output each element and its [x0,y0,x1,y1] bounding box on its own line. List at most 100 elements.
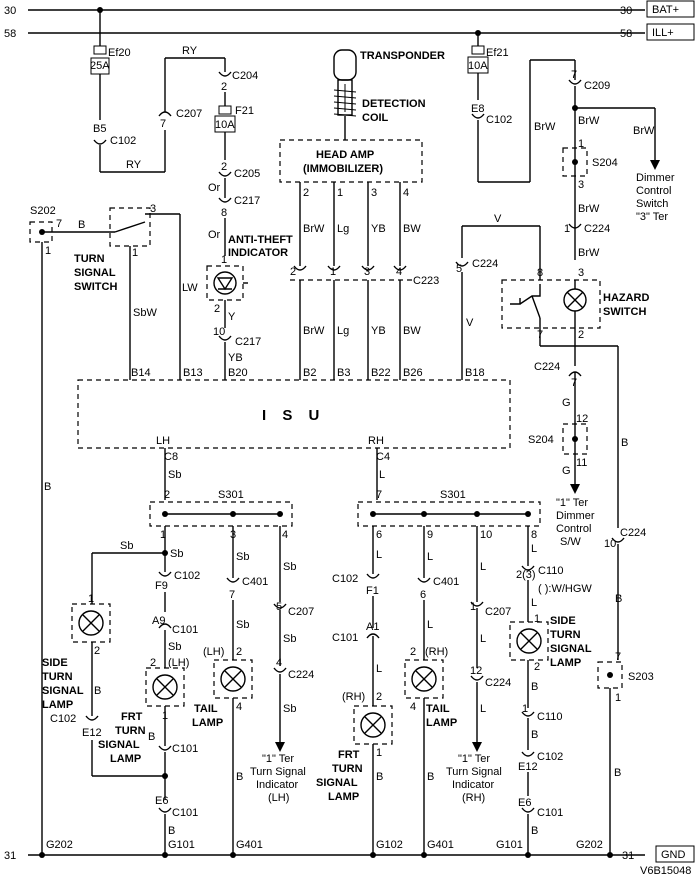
pin-s202-1: 1 [45,245,51,257]
isu-pin-b13: B13 [183,367,203,379]
pin-s301l-1: 1 [160,529,166,541]
conn-c102c: C102 [174,570,200,582]
ill-num-right: 58 [620,28,632,40]
isu-pin-b20: B20 [228,367,248,379]
pin-c217-10: 10 [213,326,225,338]
turn-switch-label-1: TURN [74,253,105,265]
pin-c223-4: 4 [396,266,402,278]
conn-c101e: C101 [537,807,563,819]
conn-c223: C223 [413,275,439,287]
wire-sb-ind-lh3: Sb [283,703,296,715]
pin-c224e-4: 4 [276,657,282,669]
conn-c101d: C101 [332,632,358,644]
pin-c205-2: 2 [221,161,227,173]
dimmer1-label-2: Dimmer [556,510,595,522]
wire-l-tail-rh2: L [427,619,433,631]
fuse-ef21-rating: 10A [468,60,488,72]
wire-v: V [466,317,474,329]
conn-c101c: C101 [172,807,198,819]
fuse-f21-rating: 10A [215,119,235,131]
tail-lamp-rh-icon [411,666,437,692]
s204b-splice-dot [572,436,578,442]
ind-lh-label-3: Indicator [256,779,299,791]
wire-bw-ha: BW [403,223,421,235]
conn-c110a: C110 [538,565,563,577]
isu-label: I S U [262,407,325,424]
wire-sb-tail-lh: Sb [236,551,249,563]
code-e12-lh: E12 [82,727,102,739]
wire-l-frt-rh: L [376,549,382,561]
wire-b-s202: B [78,219,85,231]
conn-c102a: C102 [110,135,136,147]
ill-label-box [646,23,695,41]
bat-label: BAT+ [652,4,679,16]
pin-tsw-3: 3 [150,203,156,215]
pin-tail-rh-4: 4 [410,701,416,713]
wire-b-frt-rh: B [376,771,383,783]
wire-b-g101-rh: B [531,825,538,837]
wire-sb-frt-lh2: Sb [168,641,181,653]
conn-c401a: C401 [242,576,268,588]
code-f1: F1 [366,585,379,597]
frt-lh-label-4: LAMP [110,753,141,765]
conn-c207c: C207 [485,606,511,618]
s202-label: S202 [30,205,56,217]
arrow-dimmer1-icon [570,484,580,494]
wire-brw-isu: BrW [303,325,325,337]
s301r-splice-box [357,501,541,527]
pin-s301r-10: 10 [480,529,492,541]
conn-c224b: C224 [472,258,498,270]
head-amp-wires [290,182,412,380]
wire-b-right-upper: B [621,437,628,449]
side-rh-label-3: SIGNAL [550,643,592,655]
wire-or-upper: Or [208,182,221,194]
side-lamp-rh-icon [516,628,542,654]
wire-sbw: SbW [133,307,157,319]
conn-c224c: C224 [534,361,560,373]
code-b5: B5 [93,123,106,135]
s301r-label: S301 [440,489,466,501]
s204b-label: S204 [528,434,554,446]
conn-c102b: C102 [486,114,512,126]
code-e12-rh: E12 [518,761,538,773]
wire-l-ind-rh2: L [480,633,486,645]
pin-side-lh-1: 1 [88,593,94,605]
code-e6-lh: E6 [155,795,168,807]
pin-s301r-6: 6 [376,529,382,541]
detection-coil-icon [333,89,357,117]
wire-lg-isu: Lg [337,325,349,337]
pin-side-lh-2: 2 [94,645,100,657]
wire-sb-frt-lh: Sb [170,548,183,560]
ground-g202-left: G202 [46,839,73,851]
ground-g401-rh: G401 [427,839,454,851]
transponder-label: TRANSPONDER [360,50,445,62]
pin-tsw-1: 1 [132,247,138,259]
s204a-label: S204 [592,157,618,169]
pin-s301r-7: 7 [376,489,382,501]
ground-g102: G102 [376,839,403,851]
turn-switch-label-2: SIGNAL [74,267,116,279]
ill-num-left: 58 [4,28,16,40]
isu-pin-c8: C8 [164,451,178,463]
wire-brw-c224: BrW [578,247,600,259]
wire-brw-s204: BrW [578,203,600,215]
wire-b-right-mid: B [615,593,622,605]
fuse-ef21-icon [471,45,485,55]
wire-l-side-rh2: L [531,597,537,609]
gnd-label-box [655,845,695,863]
isu-pin-b22: B22 [371,367,391,379]
pin-s203-7: 7 [615,651,621,663]
conn-c217a: C217 [234,195,260,207]
pin-c207b-5: 5 [276,601,282,613]
s204b-splice-box [562,423,588,455]
pin-ha-1: 1 [337,187,343,199]
dimmer3-label-2: Control [636,185,671,197]
side-rh-label-4: LAMP [550,657,581,669]
pin-s203-1: 1 [615,692,621,704]
pin-s204a-3: 3 [578,179,584,191]
wire-l-ind-rh3: L [480,703,486,715]
wire-b-left: B [44,481,51,493]
conn-c101a: C101 [172,624,198,636]
pin-side-rh-2: 2 [534,661,540,673]
